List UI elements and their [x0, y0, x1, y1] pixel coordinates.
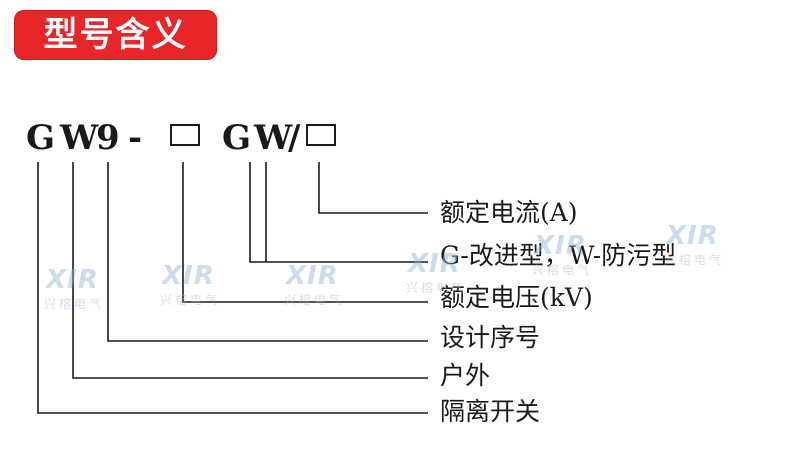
code-char-w: W	[60, 118, 99, 158]
line-type	[249, 162, 428, 263]
code-char-dash: -	[128, 118, 143, 158]
label-type: G-改进型，W-防污型	[440, 241, 677, 270]
line-disconnect-switch	[37, 162, 428, 414]
code-char-g2: G	[222, 118, 252, 158]
code-box-current	[306, 124, 336, 146]
code-char-slash: /	[288, 118, 301, 158]
watermark-logo: XIR 兴榕电气	[532, 231, 593, 277]
title-badge: 型号含义	[14, 10, 217, 60]
code-char-g: G	[26, 118, 56, 158]
line-outdoor	[72, 162, 428, 379]
code-box-voltage	[170, 124, 200, 146]
code-char-9: 9	[96, 118, 120, 158]
watermark-logo: XIR 兴榕电气	[44, 265, 105, 311]
label-rated-voltage: 额定电压(kV)	[440, 283, 593, 312]
line-rated-current	[318, 162, 428, 214]
page-title: 型号含义	[43, 15, 188, 55]
line-design-number	[107, 162, 428, 342]
watermark-logo: XIR 兴榕电气	[284, 261, 345, 307]
watermark-logo: XIR 兴榕电气	[160, 261, 221, 307]
label-design-number: 设计序号	[440, 323, 541, 352]
code-char-w2: W	[254, 118, 293, 158]
line-rated-voltage	[182, 162, 428, 303]
watermark-logo: XIR 兴榕电气	[406, 249, 467, 295]
label-outdoor: 户外	[440, 361, 491, 390]
watermark-logo: XIR 兴榕电气	[664, 221, 725, 267]
label-rated-current: 额定电流(A)	[440, 198, 578, 227]
label-disconnect-switch: 隔离开关	[440, 397, 541, 426]
